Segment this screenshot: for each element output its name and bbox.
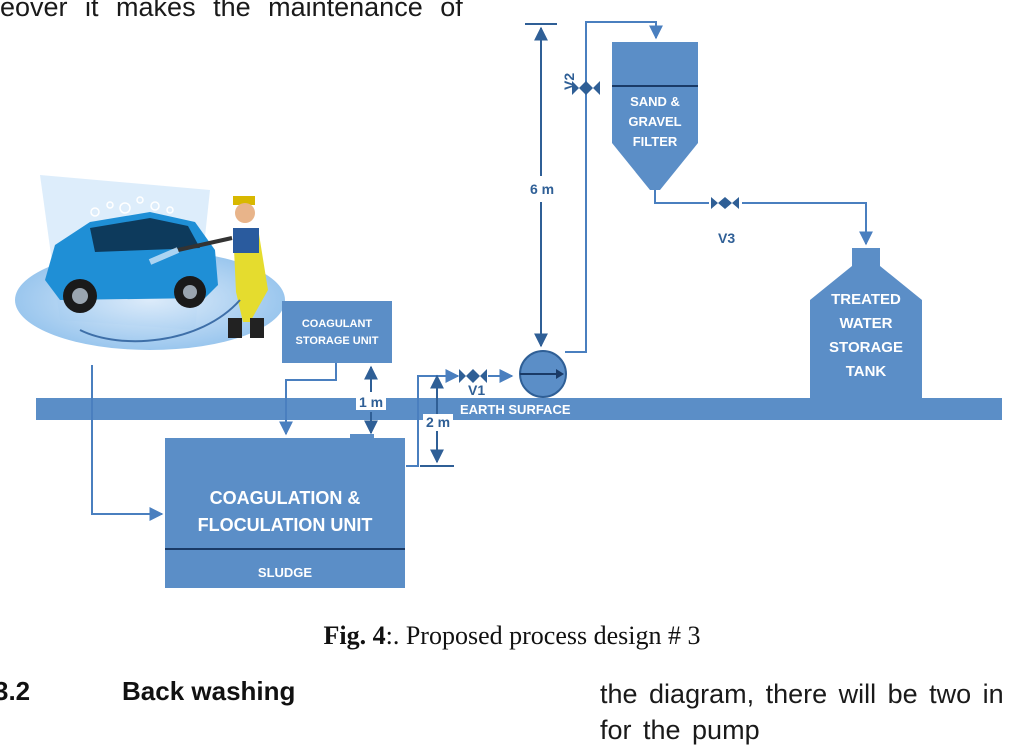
tank-label-line2: WATER: [839, 315, 892, 332]
coagulant-label-line2: STORAGE UNIT: [296, 335, 379, 347]
valve-v3-icon: [711, 197, 739, 209]
pipe-filter-to-tank: [654, 190, 709, 204]
dimension-2m-label: 2 m: [426, 414, 450, 430]
tank-label-line4: TANK: [846, 363, 887, 380]
tank-label-line1: TREATED: [831, 291, 901, 308]
dimension-1m-label: 1 m: [359, 394, 383, 410]
pipe-wash-to-coagulation: [91, 365, 164, 521]
pipework: [91, 21, 873, 521]
valve-v1-icon: [459, 369, 487, 383]
coagulation-floculation-unit: COAGULATION & FLOCULATION UNIT SLUDGE: [165, 434, 405, 588]
valve-v1-label: V1: [468, 382, 485, 398]
coagulation-label-line1: COAGULATION &: [210, 488, 361, 508]
valve-v2-label: V2: [561, 73, 577, 90]
process-diagram: EARTH SURFACE COAGULANT STORAGE UNIT COA…: [15, 21, 1002, 588]
valve-v3-label: V3: [718, 230, 735, 246]
pipe-pump-to-filter: [565, 21, 663, 353]
worker-icon: [79, 196, 268, 343]
section-number: 3.2: [0, 676, 31, 706]
coagulant-label-line1: COAGULANT: [302, 318, 373, 330]
coagulation-label-line2: FLOCULATION UNIT: [198, 515, 373, 535]
dimension-6m-label: 6 m: [530, 181, 554, 197]
earth-surface-band: [36, 398, 1002, 420]
figure-caption: Fig. 4:. Proposed process design # 3: [0, 621, 1024, 651]
pipe-coagulant-to-unit: [279, 363, 337, 436]
tank-label-line3: STORAGE: [829, 339, 903, 356]
coagulant-storage-unit: COAGULANT STORAGE UNIT: [282, 301, 392, 363]
filter-label-line2: GRAVEL: [628, 114, 681, 129]
treated-water-tank: TREATED WATER STORAGE TANK: [810, 248, 922, 398]
valve-v2-icon: [572, 81, 600, 95]
pump-icon: [519, 350, 567, 398]
filter-label-line1: SAND &: [630, 94, 680, 109]
body-text-top: eover it makes the maintenance of: [0, 0, 463, 22]
body-text-right: the diagram, there will be two in for th…: [600, 679, 1004, 745]
sand-gravel-filter: SAND & GRAVEL FILTER: [612, 42, 698, 190]
pipe-unit-to-pump: [406, 375, 432, 467]
figure-caption-text: :. Proposed process design # 3: [385, 621, 701, 650]
figure-number: Fig. 4: [323, 621, 386, 650]
sludge-label: SLUDGE: [258, 565, 313, 580]
filter-label-line3: FILTER: [633, 134, 678, 149]
section-title: Back washing: [122, 676, 296, 706]
earth-surface-label: EARTH SURFACE: [460, 402, 571, 417]
car-icon: [45, 212, 218, 313]
bubbles-icon: [90, 196, 174, 217]
car-wash-illustration: [15, 175, 285, 350]
